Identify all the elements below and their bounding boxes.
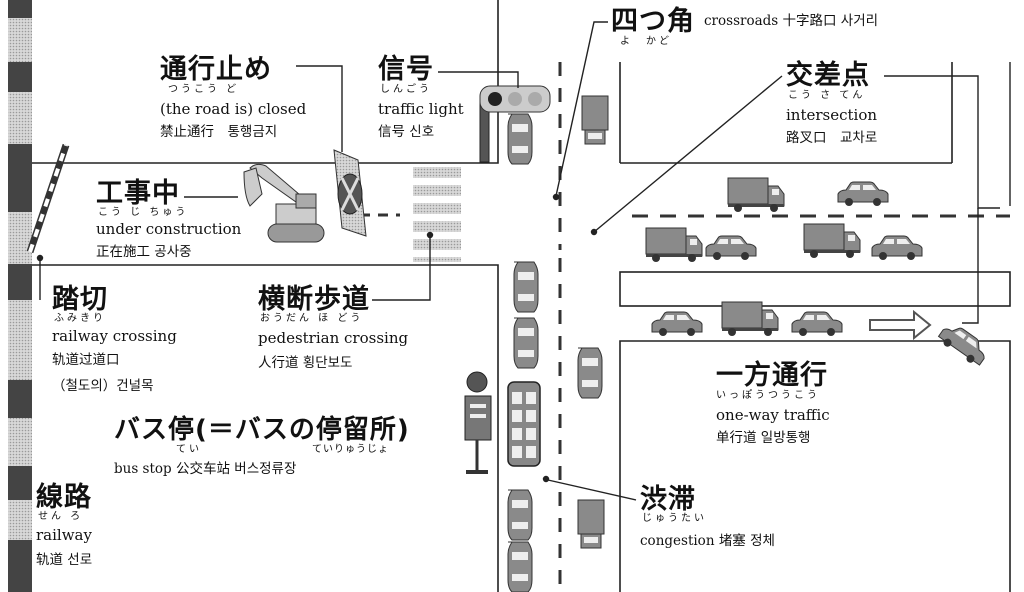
bus-stop-ruby-1: てい <box>176 444 202 455</box>
pedestrian-ruby: おうだん ほ どう <box>260 313 364 324</box>
congestion-term-jp: 渋滞 <box>640 484 696 515</box>
one-way-arrow-icon <box>869 309 932 341</box>
excavator-icon <box>243 163 325 243</box>
closed-term-jp: 通行止め <box>160 54 272 85</box>
intersection-en: intersection <box>786 106 878 124</box>
construction-ko: 공사중 <box>154 244 192 260</box>
railway-ko: 선로 <box>67 552 93 568</box>
signal-ko: 신호 <box>409 124 435 140</box>
congestion-translations: congestion 堵塞 정체 <box>640 532 775 551</box>
railway-crossing-term-jp: 踏切 <box>52 284 108 315</box>
crossroads-translations: crossroads 十字路口 사거리 <box>704 12 878 31</box>
congestion-cn: 堵塞 <box>718 533 746 549</box>
crossroads-ruby: よ かど <box>620 36 672 47</box>
pedestrian-crossing-stripes <box>413 167 461 262</box>
congestion-ruby: じゅうたい <box>642 513 707 524</box>
railway-crossing-en: railway crossing <box>52 327 177 345</box>
railway-cn: 轨道 <box>36 552 63 568</box>
closed-cn-ko: 禁止通行 통행금지 <box>160 123 277 142</box>
crossroads-term-jp: 四つ角 <box>611 6 695 37</box>
one-way-en: one-way traffic <box>716 406 830 424</box>
railway-crossing-ruby: ふみきり <box>54 313 106 324</box>
bus-stop-sign-icon <box>464 371 492 474</box>
signal-term-jp: 信号 <box>378 54 434 85</box>
crossroads-cn: 十字路口 <box>782 13 837 29</box>
bus-icon <box>507 381 541 467</box>
bus-stop-translations: bus stop 公交车站 버스정류장 <box>114 460 296 479</box>
pedestrian-term-jp: 横断歩道 <box>258 284 370 315</box>
railway-cn-ko: 轨道 선로 <box>36 551 92 570</box>
one-way-ruby: いっぽうつうこう <box>716 390 820 401</box>
congestion-en: congestion <box>640 533 715 549</box>
road-outlines <box>32 0 1011 592</box>
bus-stop-term-jp: バス停(＝バスの停留所) <box>114 415 410 445</box>
intersection-ruby: こう さ てん <box>788 90 866 101</box>
lane-markings <box>360 62 1010 592</box>
construction-term-jp: 工事中 <box>96 178 180 209</box>
intersection-term-jp: 交差点 <box>786 60 870 91</box>
railway-term-jp: 線路 <box>36 482 92 513</box>
railway-ruby: せん ろ <box>38 511 84 522</box>
bus-stop-ko: 버스정류장 <box>234 461 297 477</box>
pedestrian-cn-ko: 人行道 횡단보도 <box>258 354 352 373</box>
one-way-ko: 일방통행 <box>760 430 811 446</box>
railway-en: railway <box>36 526 92 544</box>
construction-cn: 正在施工 <box>96 244 150 260</box>
railway-crossing-ko: （철도의）건널목 <box>52 378 154 394</box>
closed-cn: 禁止通行 <box>160 124 214 140</box>
traffic-light-icon <box>479 85 551 163</box>
railway-crossing-cn: 轨道过道口 <box>52 352 120 368</box>
crossroads-ko: 사거리 <box>840 13 879 29</box>
pedestrian-cn: 人行道 <box>258 355 299 371</box>
construction-ruby: こう じ ちゅう <box>98 207 189 218</box>
pedestrian-ko: 횡단보도 <box>302 355 353 371</box>
signal-ruby: しんごう <box>380 84 432 95</box>
closed-ko: 통행금지 <box>227 124 278 140</box>
signal-en: traffic light <box>378 100 464 118</box>
bus-stop-ruby-2: ていりゅうじょ <box>312 444 389 455</box>
railway-track <box>8 0 32 592</box>
intersection-cn-ko: 路叉口 교차로 <box>786 129 877 148</box>
road-closed-sign <box>333 149 367 237</box>
vehicles <box>507 95 992 592</box>
crossroads-en: crossroads <box>704 13 779 29</box>
intersection-ko: 교차로 <box>840 130 878 146</box>
one-way-cn-ko: 单行道 일방통행 <box>716 429 810 448</box>
congestion-ko: 정체 <box>750 533 775 549</box>
construction-cn-ko: 正在施工 공사중 <box>96 243 192 262</box>
bus-stop-cn: 公交车站 <box>175 461 230 477</box>
signal-cn: 信号 <box>378 124 405 140</box>
one-way-cn: 单行道 <box>716 430 757 446</box>
railway-crossing-barrier <box>26 143 70 254</box>
closed-en: (the road is) closed <box>160 100 307 118</box>
one-way-term-jp: 一方通行 <box>716 360 828 391</box>
signal-cn-ko: 信号 신호 <box>378 123 434 142</box>
construction-en: under construction <box>96 220 242 238</box>
leader-lines <box>36 21 1011 501</box>
intersection-cn: 路叉口 <box>786 130 827 146</box>
bus-stop-en: bus stop <box>114 461 172 477</box>
pedestrian-en: pedestrian crossing <box>258 329 409 347</box>
closed-ruby: つうこう ど <box>168 84 240 95</box>
